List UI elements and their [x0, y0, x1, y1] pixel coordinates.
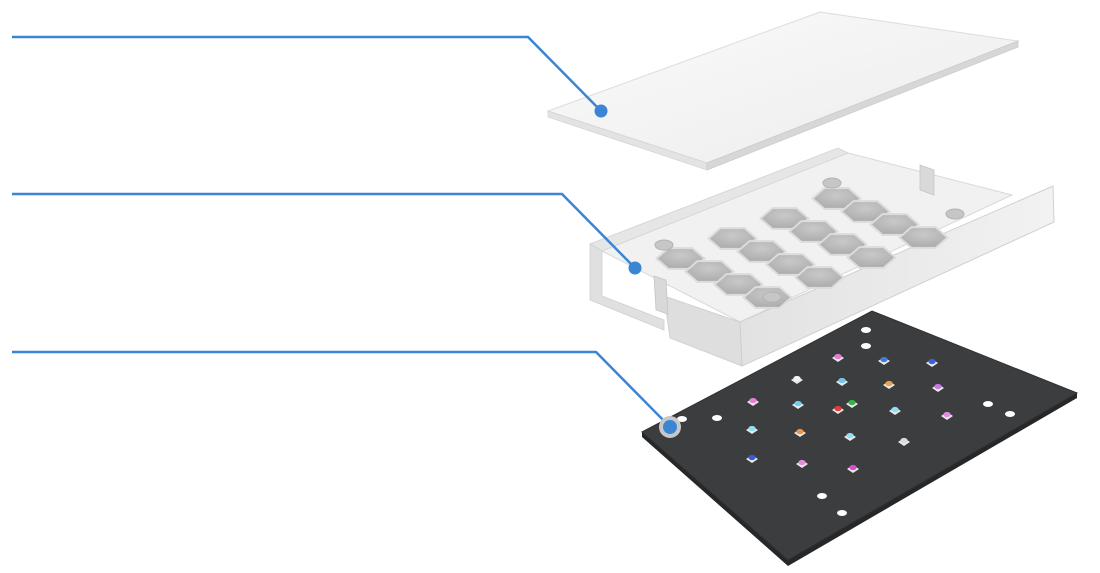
- honeycomb-cell: [845, 246, 898, 269]
- tray-inner-lip: [663, 295, 743, 367]
- led: [880, 356, 888, 363]
- led: [891, 406, 899, 413]
- mount-hole: [1005, 411, 1015, 417]
- led: [846, 432, 854, 439]
- led-board-mount-holes: [677, 327, 1015, 516]
- mount-hole: [677, 416, 687, 422]
- led: [849, 464, 857, 471]
- led: [796, 428, 804, 435]
- tray-screw-holes: [654, 177, 965, 303]
- led: [834, 353, 842, 360]
- led: [794, 400, 802, 407]
- callout-line: [12, 350, 671, 428]
- mount-hole: [837, 510, 847, 516]
- screw-hole: [945, 208, 965, 220]
- led: [928, 358, 936, 365]
- led-board: [641, 310, 1079, 566]
- mount-hole: [817, 493, 827, 499]
- mount-hole: [712, 415, 722, 421]
- diffuser-plate: [546, 11, 1020, 171]
- tray-clip-left: [653, 275, 669, 315]
- callout-dot: [663, 420, 677, 434]
- led-array: [746, 353, 953, 473]
- callout-diffuser-plate: [12, 35, 608, 118]
- diffuser-plate-side-edge: [706, 40, 1019, 171]
- led: [885, 380, 893, 387]
- honeycomb-cell: [897, 226, 950, 249]
- led: [748, 425, 756, 432]
- callouts: [12, 35, 681, 438]
- screw-hole: [654, 239, 674, 251]
- led: [749, 397, 757, 404]
- led: [900, 437, 908, 444]
- callout-line: [12, 192, 636, 269]
- callout-dot: [594, 104, 608, 118]
- tray-clip-right: [919, 164, 935, 196]
- screw-hole: [762, 291, 782, 303]
- callout-honeycomb-tray: [12, 192, 642, 275]
- honeycomb-cell: [793, 266, 846, 289]
- led: [943, 411, 951, 418]
- mount-hole: [983, 401, 993, 407]
- led: [798, 459, 806, 466]
- honeycomb-cells: [654, 187, 950, 309]
- led: [748, 454, 756, 461]
- led-board-top: [641, 310, 1079, 561]
- led: [834, 405, 842, 412]
- led: [838, 377, 846, 384]
- callout-dot: [628, 261, 642, 275]
- mount-hole: [861, 343, 871, 349]
- callout-led-board: [12, 350, 681, 438]
- led: [848, 399, 856, 406]
- honeycomb-tray: [589, 147, 1055, 367]
- led: [934, 383, 942, 390]
- mount-hole: [861, 327, 871, 333]
- callout-line: [12, 35, 602, 112]
- screw-hole: [822, 177, 842, 189]
- led: [793, 375, 801, 382]
